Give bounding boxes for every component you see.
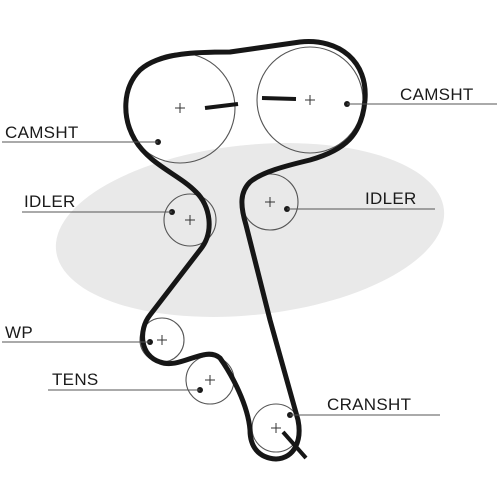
label-camshaft-right: CAMSHT <box>400 85 474 104</box>
label-idler-left: IDLER <box>24 192 76 211</box>
label-tensioner: TENS <box>52 370 99 389</box>
timing-belt <box>123 39 368 462</box>
pulley-camshaft-right <box>256 46 364 154</box>
pulley-tensioner <box>185 355 235 405</box>
timing-mark <box>204 102 239 110</box>
timing-mark <box>261 96 297 101</box>
label-idler-right: IDLER <box>365 189 417 208</box>
pulley-idler-left <box>163 193 217 247</box>
label-water-pump: WP <box>5 323 33 342</box>
watermark-logo <box>55 143 445 317</box>
label-crankshaft: CRANSHT <box>327 395 411 414</box>
watermark-ellipse <box>55 143 445 317</box>
label-camshaft-left: CAMSHT <box>5 123 79 142</box>
pulley-circle <box>163 193 217 247</box>
